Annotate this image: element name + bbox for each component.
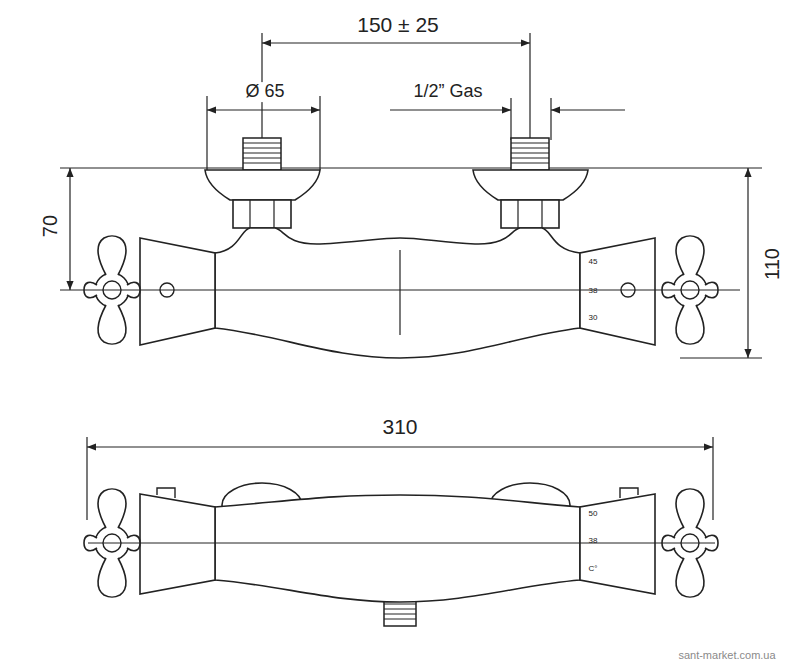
mixer-top-view-part <box>140 238 215 345</box>
mixer-top-view-part <box>215 228 580 358</box>
mixer-front-view-part <box>384 604 416 619</box>
mixer-top-view-part <box>205 138 320 228</box>
dimension-lines-part <box>319 96 320 170</box>
scale-mark: 50 <box>589 510 598 519</box>
dimension-lines-part <box>87 446 713 447</box>
dimension-label: 1/2” Gas <box>411 82 484 102</box>
dimension-label: Ø 65 <box>243 82 286 102</box>
dimension-lines-part <box>206 96 207 170</box>
mixer-top-view-part <box>399 250 400 335</box>
mixer-front-view-part <box>580 494 655 594</box>
scale-mark: C° <box>589 565 598 574</box>
dimension-lines-part <box>207 109 320 110</box>
dimension-lines-part <box>262 42 530 43</box>
dimension-lines-part <box>60 167 762 168</box>
dimension-lines-part <box>86 437 87 520</box>
dimension-lines <box>60 33 762 520</box>
dimension-label: 150 ± 25 <box>355 13 441 36</box>
mixer-front-view-part <box>140 494 215 594</box>
dimension-lines-part <box>390 109 511 110</box>
dimension-lines-part <box>747 168 748 358</box>
dimension-lines-part <box>680 357 762 358</box>
watermark: sant-market.com.ua <box>676 649 777 661</box>
dimension-lines-part <box>510 98 511 140</box>
dimension-label: 110 <box>761 246 783 282</box>
mixer-front-view-part <box>157 488 175 498</box>
mixer-top-view-part <box>60 290 740 291</box>
scale-mark: 45 <box>589 258 598 267</box>
scale-mark: 38 <box>589 537 598 546</box>
dimension-label: 310 <box>380 415 419 438</box>
scale-mark: 38 <box>589 287 598 296</box>
dimension-lines-part <box>551 109 625 110</box>
dimension-lines-part <box>550 98 551 140</box>
mixer-top-view-part <box>580 238 655 345</box>
scale-mark: 30 <box>589 314 598 323</box>
dimension-label: 70 <box>39 213 61 239</box>
mixer-top-view <box>60 138 740 358</box>
mixer-front-view-part <box>215 495 580 602</box>
mixer-front-view-part <box>88 543 715 544</box>
mixer-front-view <box>84 483 718 626</box>
dimension-lines-part <box>69 168 70 290</box>
mixer-top-view-part <box>473 138 588 228</box>
dimension-lines-part <box>712 437 713 520</box>
mixer-front-view-part <box>620 488 638 498</box>
